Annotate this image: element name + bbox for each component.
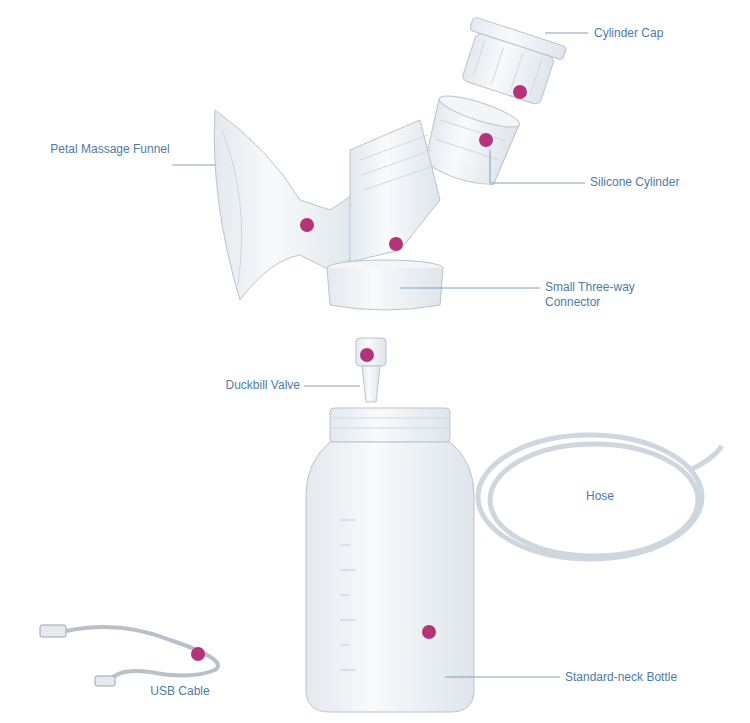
part-marker xyxy=(191,85,527,661)
cylinder-cap xyxy=(454,17,567,108)
duckbill-valve xyxy=(356,338,386,402)
leader-line xyxy=(172,33,588,677)
part-label: Standard-neck Bottle xyxy=(563,670,679,685)
hose-coil xyxy=(478,435,722,559)
connector-lid xyxy=(327,260,443,310)
part-label: Duckbill Valve xyxy=(224,378,302,393)
part-label: USB Cable xyxy=(148,684,211,699)
part-label: Small Three-way Connector xyxy=(543,280,687,310)
bottle xyxy=(306,408,474,712)
part-label: Cylinder Cap xyxy=(592,26,665,41)
part-label: Hose xyxy=(584,489,616,504)
part-label: Petal Massage Funnel xyxy=(48,142,171,157)
part-label: Silicone Cylinder xyxy=(588,175,681,190)
usb-cable xyxy=(40,625,218,686)
